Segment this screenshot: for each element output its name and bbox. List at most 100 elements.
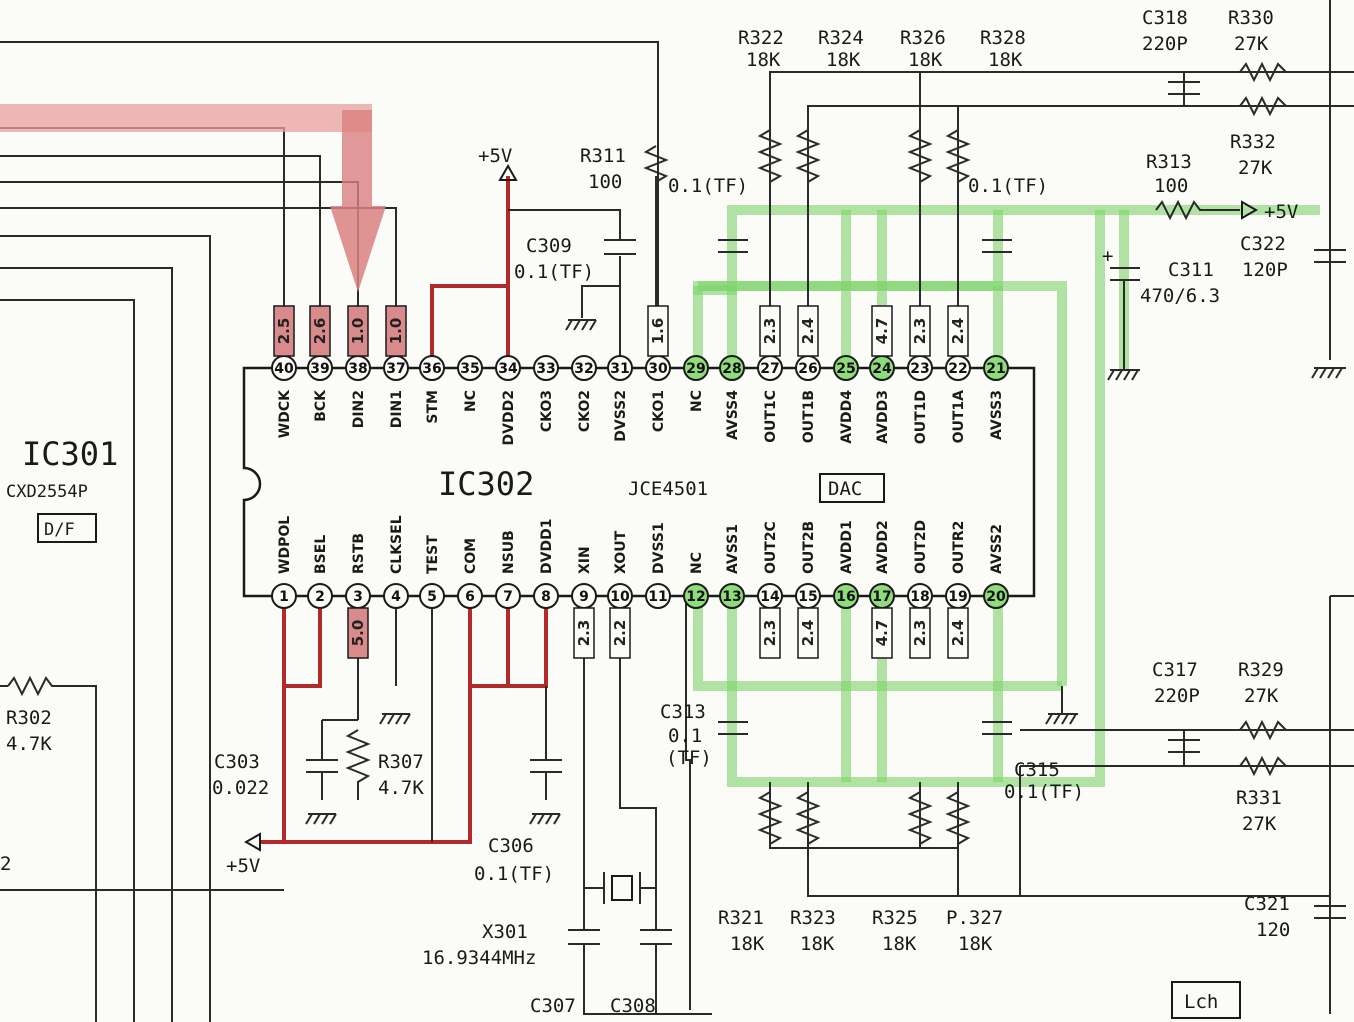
r330-ref: R330 [1228,7,1274,29]
r331-val: 27K [1242,813,1277,835]
pin-name: DIN2 [351,390,367,428]
r302-icon [7,675,56,697]
pin-voltage-box [909,607,931,659]
pin-number: 11 [648,589,667,605]
r321-val: 18K [730,933,765,955]
r313-icon [1155,199,1240,221]
r307-ref: R307 [378,751,424,773]
pin-circle [719,355,745,381]
pin-name: NC [689,552,705,574]
ground-c309-icon [565,319,597,331]
r302-ref: R302 [6,707,52,729]
r307-val: 4.7K [378,777,424,799]
ground-c322-icon [1311,367,1346,379]
r332-icon [1239,95,1287,117]
pin-name: OUT1D [913,390,929,444]
pin-number: 12 [686,589,705,605]
r311-val: 100 [588,171,622,193]
green-supply-paths [693,205,1320,787]
r327-val: 18K [958,933,993,955]
ic302-top-pins: 40WDCK2.539BCK2.638DIN21.037DIN11.036STM… [271,305,1009,445]
pin-name: TEST [425,535,441,574]
pin-number: 36 [422,361,441,377]
pin-number: 13 [722,589,741,605]
pin-circle [457,355,483,381]
pin-number: 14 [760,589,780,605]
c313-val1: 0.1 [668,725,702,747]
pin-name: OUT1A [951,390,967,444]
c311-ref: C311 [1168,259,1214,281]
pin-circle [271,583,297,609]
ic301-label: IC301 CXD2554P D/F [6,435,118,543]
pin-circle [683,355,709,381]
r331-icon [1239,755,1287,777]
pin-name: CKO1 [651,390,667,432]
pin-circle [983,355,1009,381]
ic302-block: DAC [828,478,862,500]
pin-circle [495,583,521,609]
pin-name: NC [463,390,479,412]
pin-voltage-box [309,305,331,357]
plus5v-right: +5V [1264,201,1298,223]
pin-name: AVDD4 [839,390,855,444]
pin-number: 32 [574,361,593,377]
pin-voltage: 2.4 [949,318,967,345]
ic302-pin-12: 12 NC [683,552,709,609]
r326-icon [907,129,933,183]
r302-val: 4.7K [6,733,52,755]
pin-number: 40 [274,361,294,377]
pin-number: 39 [310,361,329,377]
pin-name: OUT2D [913,520,929,574]
pin-voltage: 2.3 [761,620,779,647]
pin-number: 21 [986,361,1005,377]
c315-val: 0.1(TF) [1004,781,1084,803]
r324-val: 18K [826,49,861,71]
r311-ref: R311 [580,145,626,167]
pin-name: OUT2C [763,521,779,574]
c315-icon [982,721,1012,735]
pin-name: CLKSEL [389,515,405,574]
pin-number: 16 [836,589,855,605]
r330-val: 27K [1234,33,1269,55]
r329-icon [1239,719,1287,741]
pin-number: 7 [503,589,513,605]
red-arrow-icon [330,206,386,292]
c313-icon [718,721,748,735]
pin-number: 26 [798,361,817,377]
red-signal-drop [342,110,372,206]
pin-number: 5 [427,589,437,605]
crystal-icon [603,872,641,904]
ic301-part: CXD2554P [6,482,88,502]
pin-voltage: 2.6 [311,318,329,345]
r330-icon [1239,61,1287,83]
r322-ref: R322 [738,27,784,49]
pin-name: NC [689,390,705,412]
plus5v-right-arrow-icon [1241,200,1259,220]
pin-name: WDPOL [277,516,293,574]
pin-voltage-box [871,305,893,357]
pin-circle [607,355,633,381]
c311-val-b: 120P [1242,259,1288,281]
pin-voltage: 1.0 [387,318,405,345]
ic301-ref: IC301 [22,435,118,473]
x301-ref: X301 [482,921,528,943]
pin-circle [645,583,671,609]
c321-val: 120 [1256,919,1290,941]
x301-val: 16.9344MHz [422,947,536,969]
pin-name: XIN [577,546,593,574]
pin-name: AVSS2 [989,524,1005,574]
